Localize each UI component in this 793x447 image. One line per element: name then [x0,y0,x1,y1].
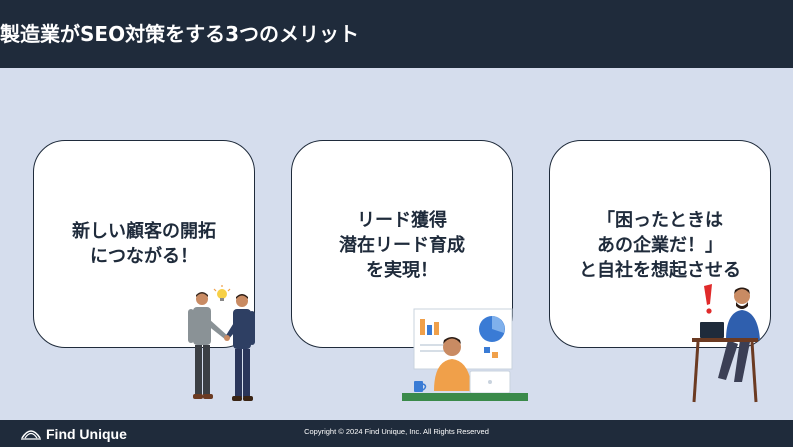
benefit-card-3-line-1: 「困ったときは [597,210,723,231]
lightbulb-icon [213,285,231,301]
benefit-card-2-line-2: 潜在リード育成 [339,235,465,256]
desk [692,338,758,403]
person-at-laptop [434,337,472,391]
benefit-card-2-line-1: リード獲得 [357,210,447,231]
logo-mark-icon [21,430,41,440]
person-at-desk [718,287,760,382]
copyright-text: Copyright © 2024 Find Unique, Inc. All R… [304,427,489,436]
benefit-card-1-line-2: につながる！ [90,246,198,267]
benefit-card-3-line-2: あの企業だ！」 [597,235,723,256]
company-logo: Find Unique [20,423,127,445]
analyst-illustration [402,308,528,401]
footer-bar: Find Unique Copyright © 2024 Find Unique… [0,420,793,447]
benefit-card-2-text: リード獲得 潜在リード育成 を実現！ [292,208,512,283]
benefit-card-2-line-3: を実現！ [366,260,438,281]
header-bar: 製造業がSEO対策をする3つのメリット [0,0,793,68]
benefit-card-3: 「困ったときは あの企業だ！」 と自社を想起させる [549,140,771,348]
benefit-card-1-line-1: 新しい顧客の開拓 [72,221,216,242]
logo-text: Find Unique [46,426,127,442]
chart-board [413,308,513,370]
benefit-card-1-text: 新しい顧客の開拓 につながる！ [34,219,254,269]
benefit-card-1: 新しい顧客の開拓 につながる！ [33,140,255,348]
benefit-card-2: リード獲得 潜在リード育成 を実現！ [291,140,513,348]
businessman-right [224,294,255,401]
benefit-card-3-text: 「困ったときは あの企業だ！」 と自社を想起させる [550,208,770,283]
laptop-icon [469,370,511,394]
thinking-person-illustration [692,284,760,403]
mug-icon [414,381,427,392]
handshake-illustration [188,285,255,401]
exclamation-icon [704,284,712,314]
desk [402,393,528,401]
businessman-left [188,292,229,399]
benefit-card-3-line-3: と自社を想起させる [579,260,741,281]
page-title: 製造業がSEO対策をする3つのメリット [0,22,359,46]
laptop-icon [700,322,724,338]
